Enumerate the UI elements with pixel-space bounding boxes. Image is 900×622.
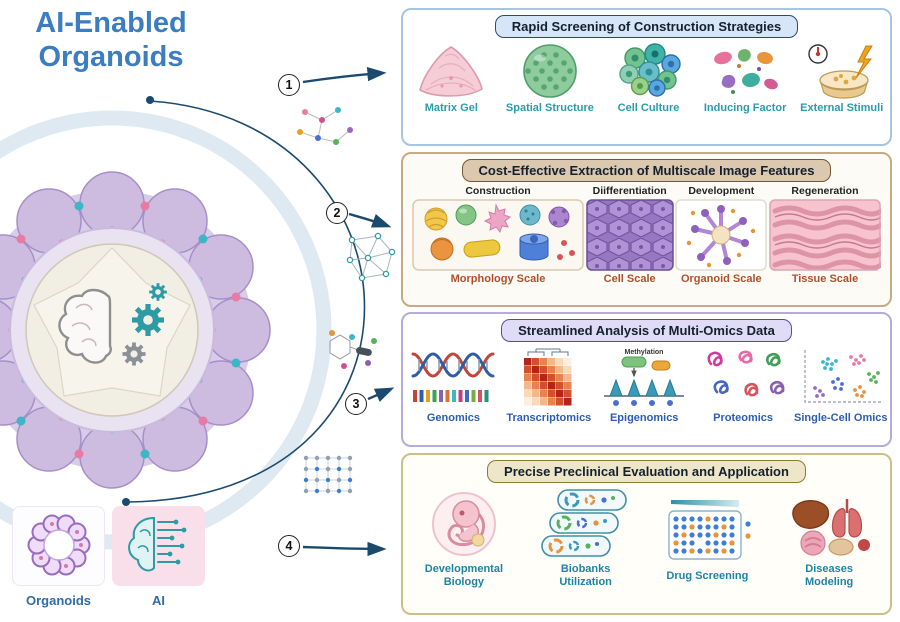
panel-extraction-header: Cost-Effective Extraction of Multiscale … (461, 159, 832, 182)
scale-label: Tissue Scale (791, 273, 859, 285)
screening-item-matrix-gel: Matrix Gel (409, 42, 493, 114)
connector-arc (122, 96, 366, 506)
brain-icon (58, 288, 112, 364)
panel-preclinical-header: Precise Preclinical Evaluation and Appli… (487, 460, 806, 483)
arrow-4 (302, 541, 387, 557)
title-line-1: AI-Enabled (35, 7, 187, 39)
preclinical-item-diseases-modeling: Diseases Modeling (779, 487, 879, 589)
organoids-thumbnail (12, 506, 105, 586)
stage-label: Diifferentiation (592, 185, 667, 197)
cell-culture-icon (618, 43, 681, 97)
ai-chip-icon (128, 516, 187, 572)
organoids-label: Organoids (25, 593, 91, 608)
item-label: Biobanks Utilization (559, 563, 612, 588)
preclinical-item-biobanks: Biobanks Utilization (536, 487, 636, 589)
arrow-2 (348, 212, 392, 228)
flow-arrows (302, 66, 395, 557)
scale-label: Organoid Scale (680, 273, 762, 285)
panel-screening-header: Rapid Screening of Construction Strategi… (494, 15, 799, 38)
single-cell-omics-icon (804, 350, 883, 403)
organoid-flower (0, 171, 271, 489)
omics-item-single-cell: Single-Cell Omics (794, 346, 888, 424)
item-label: Drug Screening (666, 569, 749, 582)
screening-item-external-stimuli: External Stimuli (800, 42, 884, 114)
stage-label: Regeneration (791, 185, 859, 197)
step-doodle-4 (303, 455, 353, 494)
step-1-marker: 1 (278, 74, 300, 96)
developmental-biology-icon (431, 492, 496, 556)
methylation-label: Methylation (625, 349, 664, 356)
step-doodle-1 (297, 107, 353, 145)
proteomics-icon (707, 350, 785, 397)
item-label: Single-Cell Omics (793, 412, 888, 424)
step-2-number: 2 (333, 206, 341, 220)
epigenomics-icon: Methylation (604, 349, 685, 406)
panel-preclinical: Precise Preclinical Evaluation and Appli… (401, 453, 892, 615)
stage-label: Development (688, 185, 755, 197)
step-doodle-3 (329, 330, 377, 369)
inducing-factor-icon (714, 49, 778, 94)
panel-omics-header: Streamlined Analysis of Multi-Omics Data (501, 319, 792, 342)
panel-screening: Rapid Screening of Construction Strategi… (401, 8, 892, 146)
screening-item-inducing-factor: Inducing Factor (703, 42, 787, 114)
panel-extraction: Cost-Effective Extraction of Multiscale … (401, 152, 892, 307)
item-label: Transcriptomics (506, 412, 592, 424)
matrix-gel-icon (419, 46, 484, 97)
morphology-scale-image (412, 199, 584, 271)
omics-item-epigenomics: Methylation Epigenomics (596, 346, 692, 424)
arrow-3 (367, 387, 395, 402)
figure-title: AI-Enabled Organoids (8, 6, 214, 74)
title-line-2: Organoids (38, 41, 184, 73)
omics-item-proteomics: Proteomics (697, 346, 789, 424)
item-label: Proteomics (713, 412, 774, 424)
item-label: Matrix Gel (424, 102, 478, 114)
stage-label: Construction (465, 185, 531, 197)
item-label: Inducing Factor (703, 102, 787, 114)
item-label: External Stimuli (800, 102, 884, 114)
preclinical-item-drug-screening: Drug Screening (657, 494, 757, 583)
organoid-thumb-icon (27, 514, 91, 576)
cell-scale-image (585, 199, 674, 271)
biobanks-icon (540, 489, 627, 557)
tissue-scale-image (769, 199, 881, 271)
item-label: Epigenomics (609, 412, 679, 424)
gear-icon-medium (122, 342, 146, 366)
drug-screening-icon (668, 499, 751, 560)
step-2-marker: 2 (326, 202, 348, 224)
step-1-number: 1 (285, 78, 293, 92)
item-label: Genomics (426, 412, 481, 424)
gear-icon-small (149, 283, 167, 301)
scale-label: Morphology Scale (450, 273, 546, 285)
diseases-modeling-icon (792, 499, 871, 556)
step-doodle-2 (346, 232, 396, 282)
item-label: Cell Culture (617, 102, 680, 114)
omics-item-transcriptomics: Transcriptomics (506, 346, 591, 424)
transcriptomics-icon (523, 348, 572, 406)
step-4-number: 4 (285, 539, 293, 553)
ai-thumbnail (112, 506, 205, 586)
omics-item-genomics: Genomics (405, 346, 501, 424)
scale-label: Cell Scale (603, 273, 656, 285)
gear-icon-large (132, 304, 164, 336)
preclinical-item-developmental-biology: Developmental Biology (414, 487, 514, 589)
external-stimuli-icon (808, 44, 873, 99)
item-label: Diseases Modeling (804, 563, 854, 588)
screening-item-spatial-structure: Spatial Structure (506, 42, 594, 114)
item-label: Spatial Structure (505, 102, 594, 114)
panel-omics: Streamlined Analysis of Multi-Omics Data (401, 312, 892, 447)
organoid-scale-image (675, 199, 768, 271)
organoid-illustration (0, 66, 396, 557)
genomics-icon (411, 352, 495, 402)
screening-item-cell-culture: Cell Culture (607, 42, 691, 114)
step-3-number: 3 (352, 397, 360, 411)
item-label: Developmental Biology (424, 563, 503, 588)
step-4-marker: 4 (278, 535, 300, 557)
ai-label: AI (152, 593, 165, 608)
spatial-structure-icon (523, 44, 577, 98)
arrow-1 (302, 66, 387, 84)
step-3-marker: 3 (345, 393, 367, 415)
